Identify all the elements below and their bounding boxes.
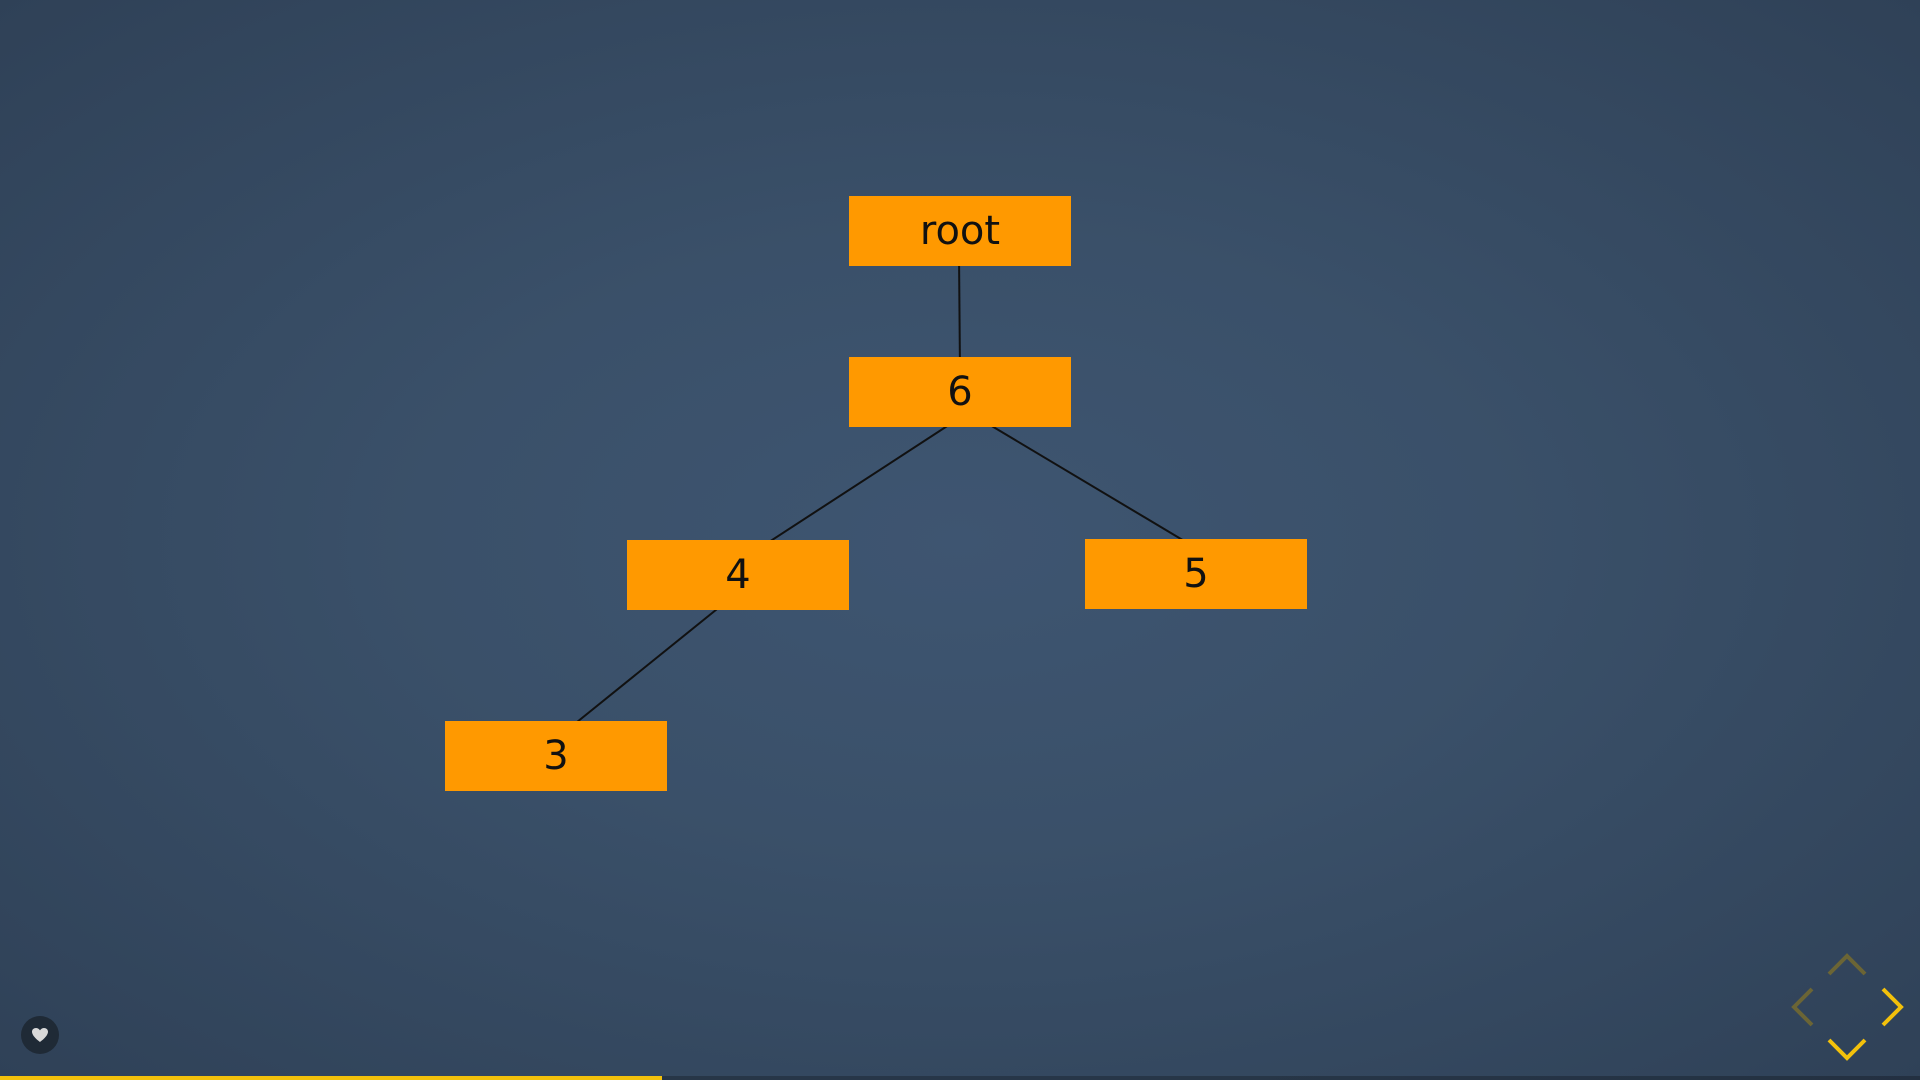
- nav-left-button[interactable]: [1790, 987, 1830, 1027]
- node-label: root: [919, 208, 1001, 254]
- tree-node-4: 4: [627, 540, 849, 610]
- nav-up-button[interactable]: [1827, 952, 1867, 992]
- progress-bar: [0, 1076, 1920, 1080]
- nav-right-button[interactable]: [1865, 987, 1905, 1027]
- like-button[interactable]: [21, 1016, 59, 1054]
- heart-icon: [32, 1028, 48, 1042]
- edge-4-3: [555, 600, 728, 740]
- chevron-up-icon: [1827, 953, 1867, 976]
- nav-down-button[interactable]: [1827, 1022, 1867, 1062]
- tree-node-root: root: [849, 196, 1071, 266]
- node-label: 3: [543, 733, 569, 779]
- chevron-left-icon: [1791, 987, 1814, 1027]
- tree-node-3: 3: [445, 721, 667, 791]
- node-label: 6: [947, 369, 973, 415]
- edge-root-6: [958, 253, 961, 373]
- chevron-down-icon: [1827, 1038, 1867, 1061]
- node-label: 4: [725, 552, 751, 598]
- tree-node-5: 5: [1085, 539, 1307, 609]
- edge-6-4: [745, 418, 959, 558]
- progress-bar-fill: [0, 1076, 663, 1080]
- node-label: 5: [1183, 551, 1209, 597]
- chevron-right-icon: [1881, 987, 1904, 1027]
- edge-6-5: [979, 418, 1197, 549]
- tree-node-6: 6: [849, 357, 1071, 427]
- slide-navigation: [1790, 952, 1905, 1062]
